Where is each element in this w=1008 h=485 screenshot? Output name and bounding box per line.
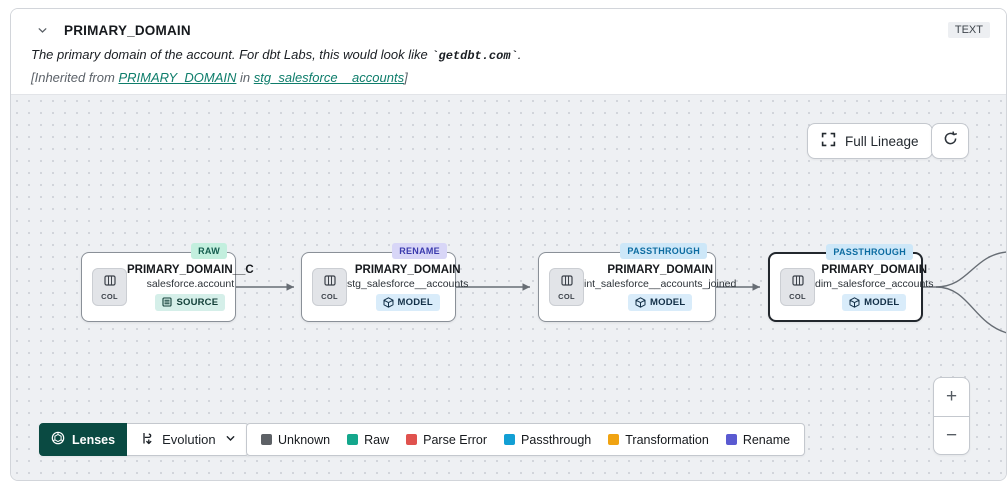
- lineage-node-intermediate[interactable]: PASSTHROUGH COL PRIMARY_DOMAIN int_sales…: [538, 243, 736, 322]
- node-column-name: PRIMARY_DOMAIN__C: [127, 263, 254, 276]
- legend-label: Rename: [742, 432, 791, 447]
- column-chip-label: COL: [101, 292, 118, 301]
- columns-icon: [323, 273, 336, 291]
- model-cube-icon: [383, 296, 394, 308]
- node-model-name: int_salesforce__accounts_joined: [584, 277, 737, 290]
- legend-swatch: [347, 434, 359, 445]
- description-period: .: [517, 47, 522, 62]
- resource-type-label: MODEL: [864, 296, 900, 308]
- resource-type-tag: SOURCE: [155, 293, 226, 311]
- inherited-suffix: ]: [404, 70, 408, 85]
- column-description: The primary domain of the account. For d…: [31, 47, 990, 63]
- resource-type-tag: MODEL: [628, 293, 693, 311]
- zoom-controls: + −: [933, 377, 970, 455]
- expand-icon: [821, 132, 836, 150]
- columns-icon: [560, 273, 573, 291]
- column-chip-label: COL: [558, 292, 575, 301]
- refresh-icon: [942, 130, 959, 152]
- legend-label: Raw: [364, 432, 390, 447]
- column-header: PRIMARY_DOMAIN TEXT The primary domain o…: [11, 9, 1006, 94]
- lineage-canvas[interactable]: Full Lineage RAW COL PRIMARY_DOMAIN__C s…: [11, 94, 1006, 480]
- evolution-badge: PASSTHROUGH: [620, 243, 707, 259]
- lens-dropdown[interactable]: Evolution: [127, 423, 249, 456]
- inherited-column-link[interactable]: PRIMARY_DOMAIN: [118, 70, 237, 85]
- column-chip-label: COL: [789, 292, 806, 301]
- node-column-name: PRIMARY_DOMAIN: [354, 263, 461, 276]
- columns-icon: [791, 273, 804, 291]
- page-title: PRIMARY_DOMAIN: [64, 22, 191, 38]
- legend-swatch: [725, 434, 737, 445]
- columns-icon: [103, 273, 116, 291]
- refresh-button[interactable]: [931, 123, 969, 159]
- resource-type-label: MODEL: [650, 296, 686, 308]
- legend-swatch: [608, 434, 620, 445]
- inherited-middle: in: [236, 70, 254, 85]
- column-type-badge: TEXT: [947, 22, 990, 38]
- description-code: `getdbt.com`: [431, 49, 518, 63]
- legend-swatch: [406, 434, 418, 445]
- lenses-button[interactable]: Lenses: [39, 423, 128, 456]
- evolution-badge: PASSTHROUGH: [826, 244, 913, 260]
- legend-swatch: [261, 434, 272, 445]
- zoom-in-button[interactable]: +: [945, 386, 958, 407]
- legend-label: Transformation: [625, 432, 709, 447]
- source-icon: [162, 297, 172, 307]
- zoom-out-button[interactable]: −: [934, 416, 969, 454]
- lineage-node-staging[interactable]: RENAME COL PRIMARY_DOMAIN stg_salesforce…: [301, 243, 468, 322]
- resource-type-label: SOURCE: [176, 296, 219, 308]
- chevron-down-icon: [225, 432, 236, 447]
- collapse-chevron-icon[interactable]: [36, 24, 49, 37]
- lenses-control: Lenses Evolution: [39, 423, 249, 456]
- column-lineage-panel: PRIMARY_DOMAIN TEXT The primary domain o…: [10, 8, 1007, 481]
- column-chip: COL: [780, 268, 815, 306]
- column-chip: COL: [549, 268, 584, 306]
- model-cube-icon: [849, 296, 860, 308]
- aperture-icon: [51, 431, 65, 448]
- full-lineage-label: Full Lineage: [845, 133, 919, 149]
- evolution-legend: Unknown Raw Parse Error Passthrough Tran…: [246, 423, 806, 456]
- legend-swatch: [504, 434, 516, 445]
- lenses-label: Lenses: [72, 432, 116, 447]
- lineage-edges: [236, 251, 1006, 334]
- legend-label: Passthrough: [521, 432, 592, 447]
- legend-label: Unknown: [278, 432, 331, 447]
- legend-item: Transformation: [608, 433, 709, 447]
- inherited-note: [Inherited from PRIMARY_DOMAIN in stg_sa…: [31, 70, 990, 85]
- legend-item: Rename: [725, 432, 791, 447]
- column-chip: COL: [92, 268, 127, 306]
- full-lineage-button[interactable]: Full Lineage: [807, 123, 933, 159]
- resource-type-label: MODEL: [397, 296, 433, 308]
- evolution-badge: RAW: [191, 243, 227, 259]
- resource-type-tag: MODEL: [842, 293, 907, 311]
- column-chip-label: COL: [321, 292, 338, 301]
- lineage-node-source[interactable]: RAW COL PRIMARY_DOMAIN__C salesforce.acc…: [81, 243, 254, 322]
- legend-label: Parse Error: [423, 432, 488, 447]
- column-chip: COL: [312, 268, 347, 306]
- inherited-model-link[interactable]: stg_salesforce__accounts: [253, 70, 405, 85]
- selected-lens-label: Evolution: [162, 432, 216, 447]
- legend-item: Unknown: [261, 433, 330, 447]
- node-column-name: PRIMARY_DOMAIN: [607, 263, 713, 276]
- node-column-name: PRIMARY_DOMAIN: [821, 263, 928, 276]
- legend-item: Passthrough: [504, 433, 591, 447]
- resource-type-tag: MODEL: [375, 293, 440, 311]
- node-model-name: dim_salesforce_accounts: [815, 277, 934, 290]
- evolution-icon: [139, 431, 153, 449]
- inherited-prefix: [Inherited from: [31, 70, 119, 85]
- description-text: The primary domain of the account. For d…: [31, 47, 432, 62]
- lineage-node-dim-selected[interactable]: PASSTHROUGH COL PRIMARY_DOMAIN dim_sales…: [768, 244, 933, 322]
- node-model-name: salesforce.account: [146, 277, 235, 290]
- model-cube-icon: [635, 296, 646, 308]
- evolution-badge: RENAME: [392, 243, 447, 259]
- node-model-name: stg_salesforce__accounts: [347, 277, 469, 290]
- legend-item: Parse Error: [406, 433, 487, 447]
- legend-item: Raw: [347, 433, 389, 447]
